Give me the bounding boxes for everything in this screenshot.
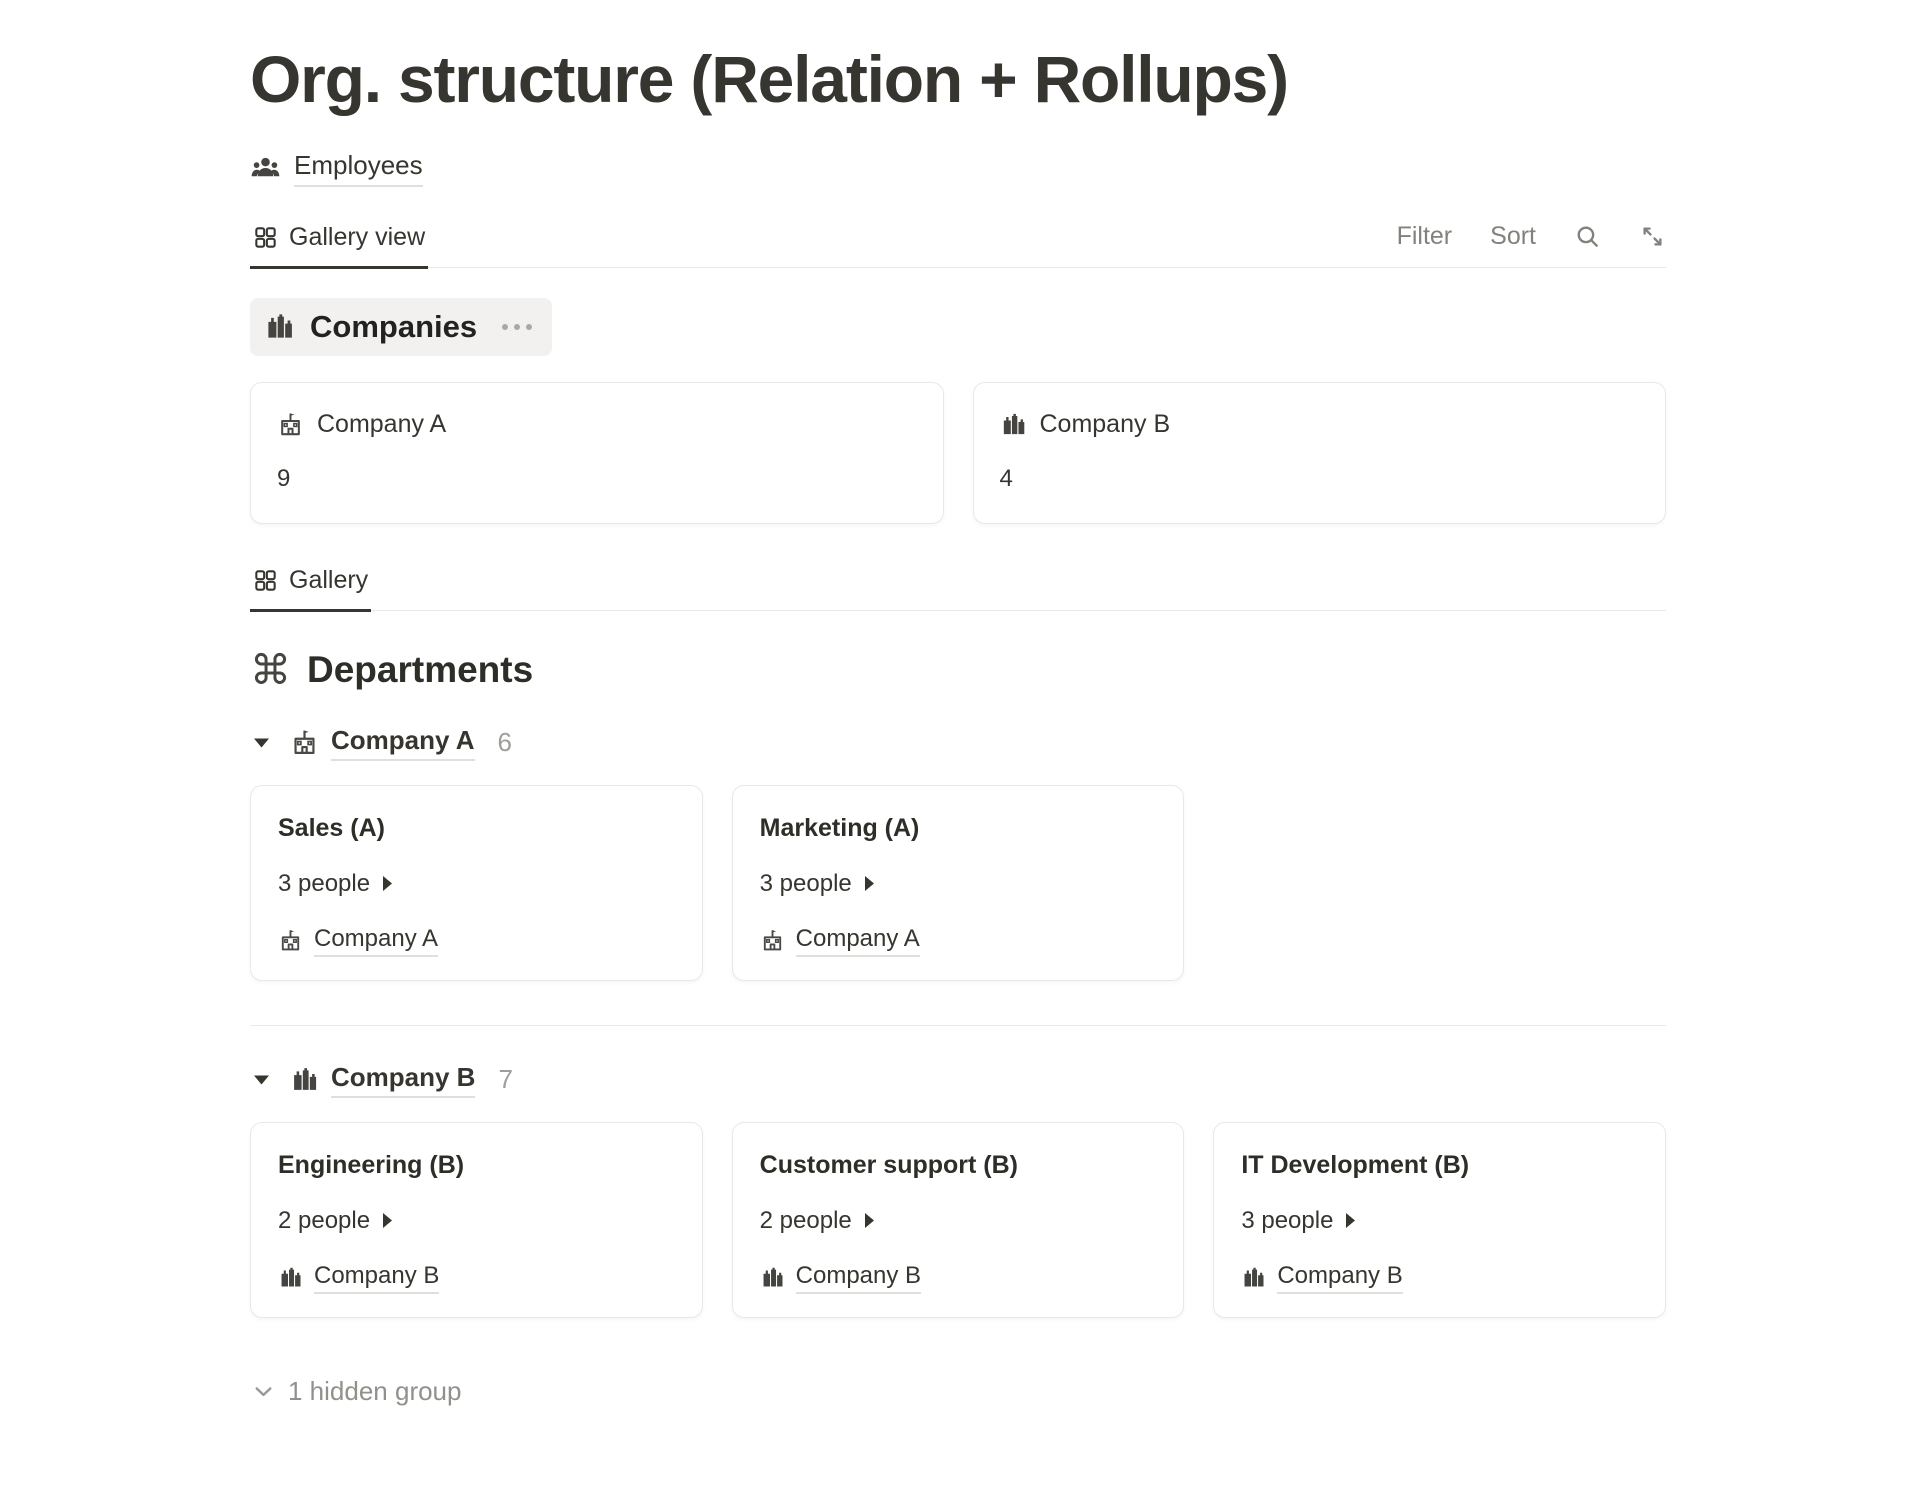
city-buildings-icon: [278, 1265, 303, 1290]
department-title: Sales (A): [278, 813, 385, 842]
filter-button[interactable]: Filter: [1396, 221, 1453, 250]
ellipsis-menu-icon[interactable]: [502, 323, 533, 330]
gallery-grid-icon: [253, 225, 278, 250]
city-buildings-icon: [1000, 411, 1027, 438]
triangle-right-icon: [382, 1213, 393, 1229]
database-link-employees[interactable]: Employees: [250, 149, 423, 187]
triangle-down-icon[interactable]: [250, 1071, 273, 1089]
company-relation-label: Company A: [314, 925, 439, 957]
company-relation-label: Company B: [795, 1262, 922, 1294]
city-buildings-icon: [290, 1065, 319, 1094]
page-title: Org. structure (Relation + Rollups): [250, 42, 1289, 116]
group-link-company-b[interactable]: Company B: [290, 1062, 476, 1098]
company-relation-link[interactable]: Company B: [1241, 1262, 1638, 1294]
department-card-it-development-b[interactable]: IT Development (B) 3 people Company B: [1213, 1121, 1666, 1318]
school-building-icon: [277, 411, 304, 438]
company-relation-label: Company B: [314, 1262, 440, 1294]
company-card-rollup-value: 4: [999, 464, 1013, 492]
triangle-right-icon: [864, 1213, 875, 1229]
tab-gallery-view-label: Gallery view: [289, 222, 426, 251]
company-card-name: Company A: [317, 409, 447, 438]
departments-title: Departments: [307, 648, 534, 690]
triangle-down-icon[interactable]: [250, 734, 273, 752]
group-name-label: Company A: [331, 725, 475, 761]
tab-gallery-label: Gallery: [289, 565, 369, 594]
people-count-label: 3 people: [278, 869, 371, 897]
departments-card-grid-a: Sales (A) 3 people Company A Marketing (…: [250, 784, 1666, 981]
view-tab-bar: Gallery view Filter Sort: [250, 217, 1666, 269]
hidden-group-label: 1 hidden group: [288, 1375, 462, 1406]
triangle-right-icon: [864, 876, 875, 892]
people-rollup-toggle[interactable]: 3 people: [1241, 1207, 1638, 1235]
group-company-a: Company A 6 Sales (A) 3 people Company A: [250, 725, 1666, 981]
department-title: Engineering (B): [278, 1150, 465, 1179]
people-count-label: 2 people: [278, 1206, 371, 1234]
people-group-icon: [250, 153, 281, 184]
database-link-label: Employees: [294, 149, 423, 187]
company-card-rollup-value: 9: [277, 464, 291, 492]
chevron-down-icon: [250, 1378, 277, 1405]
command-icon: ⌘: [250, 646, 291, 695]
company-relation-link[interactable]: Company A: [760, 925, 1157, 957]
city-buildings-icon: [760, 1265, 785, 1290]
group-count: 7: [498, 1064, 513, 1095]
company-relation-label: Company A: [795, 925, 920, 957]
search-icon[interactable]: [1574, 223, 1601, 250]
people-count-label: 3 people: [759, 869, 852, 897]
notion-page: Org. structure (Relation + Rollups) Empl…: [0, 40, 1916, 1407]
departments-card-grid-b: Engineering (B) 2 people Company B Custo…: [250, 1121, 1666, 1318]
hidden-group-toggle[interactable]: 1 hidden group: [250, 1376, 1666, 1407]
group-name-label: Company B: [331, 1062, 476, 1098]
company-relation-link[interactable]: Company A: [278, 925, 675, 957]
people-count-label: 2 people: [759, 1206, 852, 1234]
group-link-company-a[interactable]: Company A: [290, 725, 475, 761]
department-card-marketing-a[interactable]: Marketing (A) 3 people Company A: [731, 784, 1185, 981]
view-toolbar: Filter Sort: [1397, 222, 1666, 267]
tab-gallery[interactable]: Gallery: [250, 560, 372, 612]
people-rollup-toggle[interactable]: 2 people: [760, 1207, 1157, 1235]
company-relation-label: Company B: [1277, 1262, 1403, 1294]
group-company-b: Company B 7 Engineering (B) 2 people Com…: [250, 1062, 1666, 1318]
school-building-icon: [760, 928, 785, 953]
school-building-icon: [278, 928, 303, 953]
companies-section-header[interactable]: Companies: [250, 297, 553, 356]
department-card-customer-support-b[interactable]: Customer support (B) 2 people Company B: [731, 1121, 1185, 1318]
tab-gallery-view[interactable]: Gallery view: [250, 217, 429, 269]
expand-icon[interactable]: [1639, 223, 1666, 250]
group-header-company-a: Company A 6: [250, 725, 1666, 761]
group-divider: [250, 1024, 1666, 1026]
companies-card-grid: Company A 9 Company B 4: [250, 381, 1666, 524]
city-buildings-icon: [264, 311, 295, 342]
department-card-sales-a[interactable]: Sales (A) 3 people Company A: [250, 784, 703, 981]
school-building-icon: [290, 728, 319, 757]
people-rollup-toggle[interactable]: 3 people: [760, 870, 1157, 898]
group-header-company-b: Company B 7: [250, 1062, 1666, 1098]
department-title: Customer support (B): [759, 1150, 1018, 1179]
gallery-tab-bar: Gallery: [250, 560, 1666, 612]
department-card-engineering-b[interactable]: Engineering (B) 2 people Company B: [250, 1121, 703, 1318]
sort-button[interactable]: Sort: [1490, 221, 1536, 250]
group-count: 6: [497, 727, 512, 758]
triangle-right-icon: [1345, 1213, 1356, 1229]
company-card-a[interactable]: Company A 9: [250, 381, 944, 524]
company-relation-link[interactable]: Company B: [278, 1262, 675, 1294]
department-title: IT Development (B): [1241, 1150, 1470, 1179]
gallery-grid-icon: [253, 568, 278, 593]
company-card-b[interactable]: Company B 4: [972, 381, 1666, 524]
company-card-name: Company B: [1039, 409, 1171, 438]
people-rollup-toggle[interactable]: 2 people: [278, 1207, 675, 1235]
city-buildings-icon: [1241, 1265, 1266, 1290]
department-title: Marketing (A): [759, 813, 920, 842]
people-count-label: 3 people: [1241, 1206, 1334, 1234]
companies-section-title: Companies: [310, 308, 478, 344]
departments-heading: ⌘ Departments: [250, 649, 1666, 691]
triangle-right-icon: [382, 876, 393, 892]
company-relation-link[interactable]: Company B: [760, 1262, 1157, 1294]
people-rollup-toggle[interactable]: 3 people: [278, 870, 675, 898]
